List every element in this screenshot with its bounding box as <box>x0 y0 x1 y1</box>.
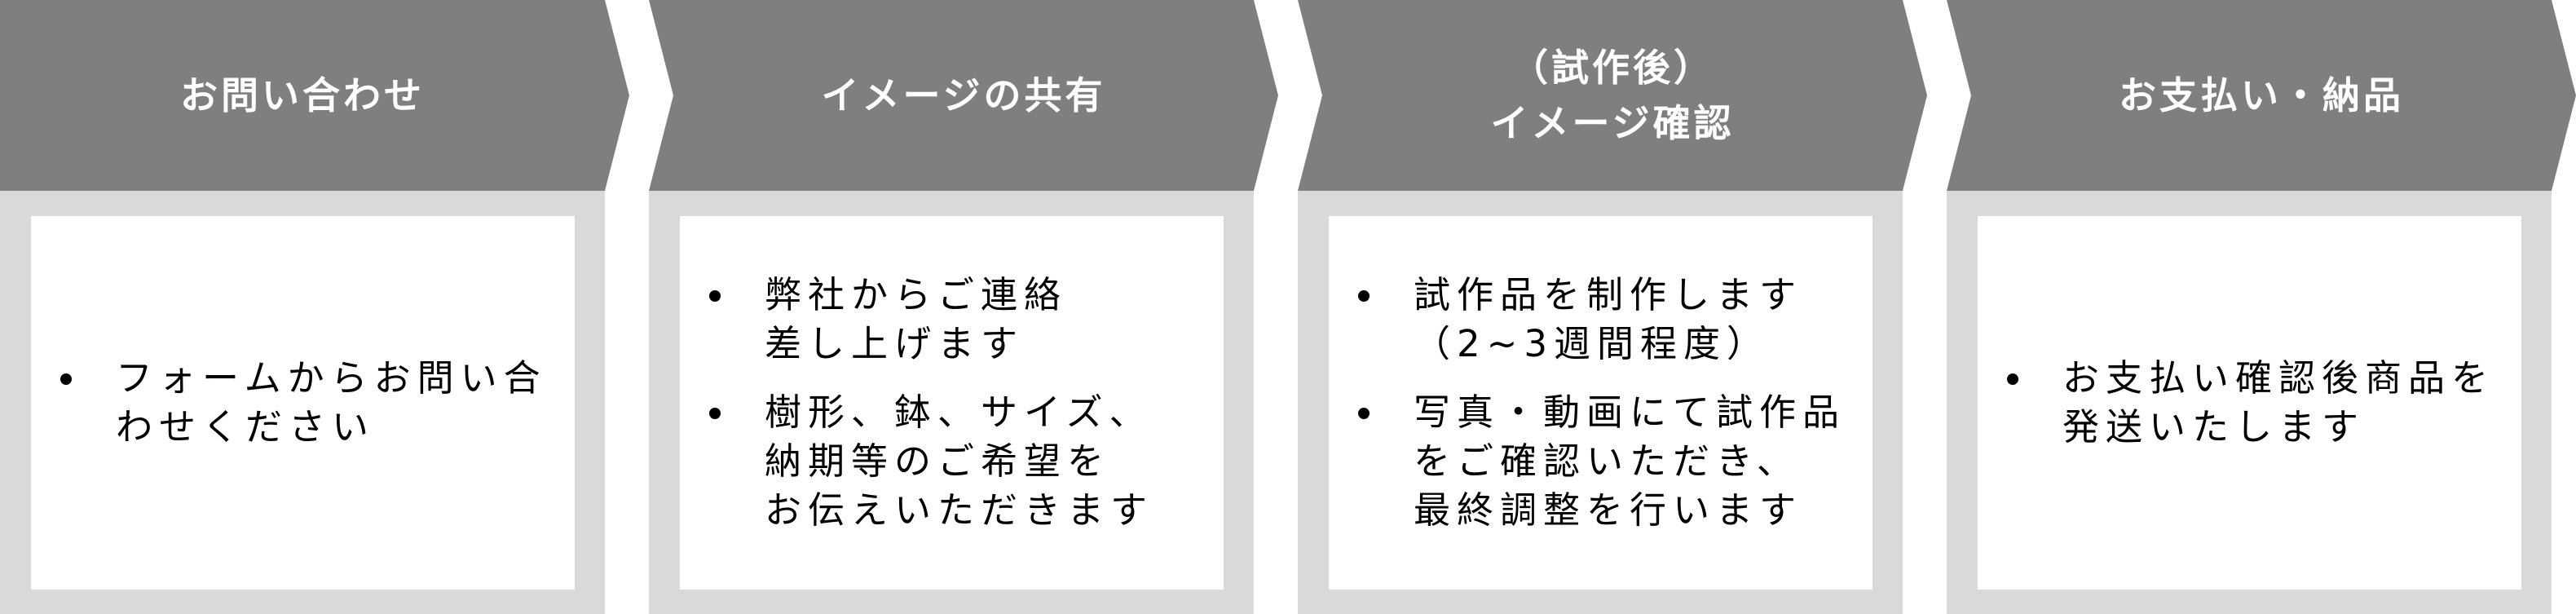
step-3-content-box: 試作品を制作します （2~3週間程度） 写真・動画にて試作品 をご確認いただき、… <box>1329 216 1872 590</box>
step-2-content-box: 弊社からご連絡 差し上げます 樹形、鉢、サイズ、 納期等のご希望を お伝えいただ… <box>680 216 1224 590</box>
step-title-line: （試作後） <box>1511 46 1714 90</box>
bullet-line: 弊社からご連絡 <box>765 273 1068 316</box>
step-2-bullet-list: 弊社からご連絡 差し上げます 樹形、鉢、サイズ、 納期等のご希望を お伝えいただ… <box>680 271 1224 535</box>
bullet-line: わせください <box>116 405 376 448</box>
bullet-dot-icon <box>2007 373 2018 385</box>
step-1-card: フォームからお問い合 わせください <box>0 191 605 614</box>
bullet-dot-icon <box>709 408 721 419</box>
step-2-title: イメージの共有 <box>673 0 1254 191</box>
step-2-card: 弊社からご連絡 差し上げます 樹形、鉢、サイズ、 納期等のご希望を お伝えいただ… <box>649 191 1254 614</box>
bullet-dot-icon <box>60 373 72 385</box>
bullet-line: 発送いたします <box>2062 405 2366 448</box>
chevron-arrow-shape <box>649 0 1278 191</box>
step-title-line: お問い合わせ <box>180 73 425 117</box>
bullet-line: （2~3週間程度） <box>1414 322 1770 365</box>
chevron-arrow-shape <box>1947 0 2576 191</box>
step-1-chevron-header: お問い合わせ <box>0 0 629 191</box>
bullet-line: お支払い確認後商品を <box>2062 356 2495 400</box>
step-4-content-box: お支払い確認後商品を 発送いたします <box>1978 216 2521 590</box>
step-3-title: （試作後） イメージ確認 <box>1322 0 1903 191</box>
bullet-item: フォームからお問い合 わせください <box>31 354 575 452</box>
bullet-item: 樹形、鉢、サイズ、 納期等のご希望を お伝えいただきます <box>680 388 1224 535</box>
bullet-item: 試作品を制作します （2~3週間程度） <box>1329 271 1872 369</box>
bullet-item: 弊社からご連絡 差し上げます <box>680 271 1224 369</box>
step-4-chevron-header: お支払い・納品 <box>1947 0 2576 191</box>
step-title-line: お支払い・納品 <box>2119 73 2404 117</box>
step-title-line: イメージの共有 <box>821 73 1106 117</box>
step-4-title: お支払い・納品 <box>1971 0 2552 191</box>
bullet-line: 納期等のご希望を <box>765 440 1111 483</box>
step-2-chevron-header: イメージの共有 <box>649 0 1278 191</box>
chevron-arrow-shape <box>0 0 629 191</box>
step-3-chevron-header: （試作後） イメージ確認 <box>1298 0 1927 191</box>
step-title-line: イメージ確認 <box>1490 101 1735 145</box>
bullet-line: お伝えいただきます <box>765 488 1154 532</box>
step-1-bullet-list: フォームからお問い合 わせください <box>31 354 575 452</box>
bullet-line: 試作品を制作します <box>1414 273 1803 316</box>
step-4-panel: お支払い・納品 お支払い確認後商品を 発送いたします <box>1947 0 2576 614</box>
step-1-content-box: フォームからお問い合 わせください <box>31 216 575 590</box>
bullet-line: をご確認いただき、 <box>1414 440 1800 483</box>
step-4-bullet-list: お支払い確認後商品を 発送いたします <box>1978 354 2521 452</box>
bullet-item: お支払い確認後商品を 発送いたします <box>1978 354 2521 452</box>
step-3-panel: （試作後） イメージ確認 試作品を制作します （2~3週間程度） 写真・動画にて… <box>1298 0 1927 614</box>
bullet-line: 写真・動画にて試作品 <box>1414 391 1846 434</box>
step-1-panel: お問い合わせ フォームからお問い合 わせください <box>0 0 629 614</box>
bullet-dot-icon <box>1358 408 1370 419</box>
bullet-line: 樹形、鉢、サイズ、 <box>765 391 1153 434</box>
step-4-card: お支払い確認後商品を 発送いたします <box>1947 191 2552 614</box>
bullet-dot-icon <box>1358 290 1370 302</box>
bullet-line: フォームからお問い合 <box>116 356 547 400</box>
step-3-card: 試作品を制作します （2~3週間程度） 写真・動画にて試作品 をご確認いただき、… <box>1298 191 1903 614</box>
chevron-arrow-shape <box>1298 0 1927 191</box>
bullet-line: 差し上げます <box>765 322 1025 365</box>
step-3-bullet-list: 試作品を制作します （2~3週間程度） 写真・動画にて試作品 をご確認いただき、… <box>1329 271 1872 535</box>
bullet-line: 最終調整を行います <box>1414 488 1803 532</box>
bullet-item: 写真・動画にて試作品 をご確認いただき、 最終調整を行います <box>1329 388 1872 535</box>
step-1-title: お問い合わせ <box>0 0 605 191</box>
bullet-dot-icon <box>709 290 721 302</box>
step-2-panel: イメージの共有 弊社からご連絡 差し上げます 樹形、鉢、サイズ、 納期等のご希望… <box>649 0 1278 614</box>
